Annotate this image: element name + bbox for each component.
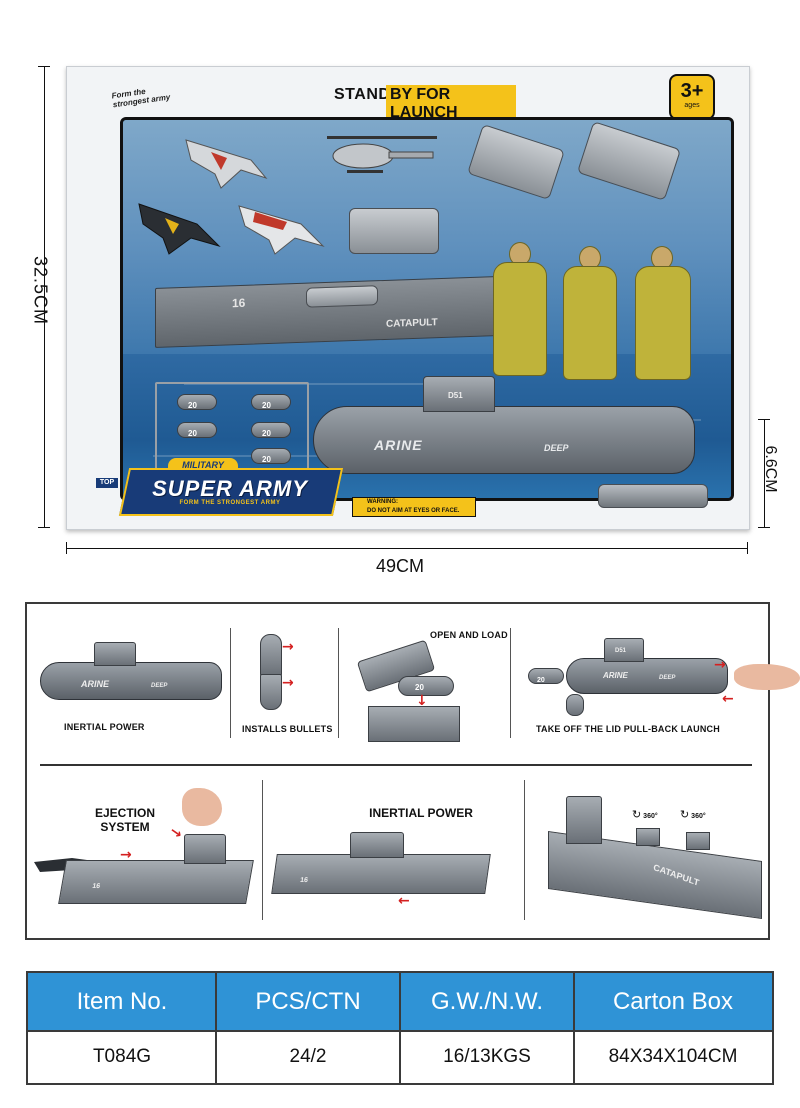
step6-arrow-icon: ← (398, 893, 410, 909)
torpedo: 20 (251, 448, 291, 464)
step1-label: INERTIAL POWER (64, 722, 145, 732)
helicopter-toy (327, 136, 437, 173)
table-cell-weight: 16/13KGS (400, 1031, 574, 1083)
carrier-deck-label: CATAPULT (386, 317, 438, 330)
torpedo: 20 (177, 422, 217, 438)
soldier-figure (635, 266, 691, 380)
hand-icon (734, 664, 800, 690)
step1-sail (94, 642, 136, 666)
table-header-weight: G.W./N.W. (400, 973, 574, 1031)
step6-label: INERTIAL POWER (369, 806, 473, 820)
warning-line-1: WARNING: (367, 499, 398, 505)
step2-arrow-icon: → (282, 675, 294, 691)
hand-icon (182, 788, 222, 826)
carrier-tower (306, 285, 378, 308)
box-window: 16 CATAPULT 20 20 20 20 20 ARINE DEEP D5… (120, 117, 734, 501)
step6-carrier: 16 (271, 854, 491, 894)
step4-arrow-icon: ← (722, 691, 734, 707)
age-caption: ages (684, 102, 700, 109)
destroyer-illustration (598, 484, 708, 508)
brand-title: SUPER ARMY (152, 476, 308, 501)
torpedo: 20 (177, 394, 217, 410)
rotate-icon: ↻ (680, 808, 690, 821)
step4-label: TAKE OFF THE LID PULL-BACK LAUNCH (536, 724, 720, 734)
step3-hull (368, 706, 460, 742)
carrier-deck-number: 16 (232, 295, 246, 311)
age-value: 3+ (680, 80, 704, 102)
submarine-sail: D51 (423, 376, 495, 412)
step7-turret (686, 832, 710, 850)
step5-arrow-icon: → (120, 847, 132, 863)
step6-tower (350, 832, 404, 858)
box-header-highlight: BY FOR LAUNCH (386, 85, 516, 123)
torpedo: 20 (251, 394, 291, 410)
black-jet-toy (138, 203, 221, 255)
step2-part-top (260, 634, 282, 676)
carrier-deck-toy: 16 CATAPULT (155, 276, 497, 348)
submarine-label-2: DEEP (544, 443, 569, 453)
submarine-label: ARINE (374, 437, 423, 453)
brand-top-tag: TOP (96, 478, 118, 488)
table-header-item-no: Item No. (28, 973, 216, 1031)
soldier-figure (563, 266, 617, 380)
step4-lid (566, 694, 584, 716)
step2-part-bottom (260, 674, 282, 710)
step5-label: EJECTION SYSTEM (94, 806, 155, 834)
width-dimension-line (66, 548, 748, 549)
spec-table: Item No. PCS/CTN G.W./N.W. Carton Box T0… (26, 971, 774, 1085)
red-jet-toy (238, 205, 325, 255)
submarine-number: D51 (448, 391, 463, 400)
table-cell-pcs-ctn: 24/2 (216, 1031, 400, 1083)
rotate-icon: ↻ (632, 808, 642, 821)
rotate-label: ↻ 360° (632, 808, 658, 821)
step3-title: OPEN AND LOAD (430, 630, 508, 640)
depth-dimension-label: 6.6CM (762, 445, 779, 493)
table-header-carton-box: Carton Box (574, 973, 772, 1031)
step4-torpedo: 20 (528, 668, 564, 684)
step4-submarine: ARINE DEEP (566, 658, 728, 694)
rotate-label: ↻ 360° (680, 808, 706, 821)
soldier-figure (493, 262, 547, 376)
table-cell-item-no: T084G (28, 1031, 216, 1083)
table-cell-carton-box: 84X34X104CM (574, 1031, 772, 1083)
submarine-toy: ARINE DEEP (313, 406, 695, 474)
step4-sail: D51 (604, 638, 644, 662)
height-dimension-line (44, 66, 45, 528)
step2-arrow-icon: → (282, 639, 294, 655)
box-header: STAND BY FOR LAUNCH (334, 85, 516, 123)
step3-torpedo: 20 (398, 676, 454, 696)
armored-vehicle-toy (349, 208, 439, 254)
step4-arrow-icon: → (714, 657, 726, 673)
warning-label: WARNING: DO NOT AIM AT EYES OR FACE. (352, 497, 476, 517)
brand-subtitle: FORM THE STRONGEST ARMY (179, 500, 281, 506)
step5-tower (184, 834, 226, 864)
step2-label: INSTALLS BULLETS (242, 724, 333, 734)
fighter-jet-toy (185, 139, 268, 189)
step7-tower (566, 796, 602, 844)
step7-turret (636, 828, 660, 846)
panel-divider (40, 764, 752, 766)
depth-dimension-line (764, 419, 765, 527)
table-header-pcs-ctn: PCS/CTN (216, 973, 400, 1031)
width-dimension-label: 49CM (375, 556, 424, 576)
age-badge: 3+ ages (669, 74, 715, 120)
step1-submarine: ARINE DEEP (40, 662, 222, 700)
box-header-prefix: STAND (334, 86, 391, 103)
step3-arrow-icon: ↓ (416, 693, 428, 709)
height-dimension-label: 32.5CM (30, 255, 51, 326)
step5-carrier: 16 (58, 860, 254, 904)
torpedo: 20 (251, 422, 291, 438)
warning-line-2: DO NOT AIM AT EYES OR FACE. (367, 508, 460, 514)
